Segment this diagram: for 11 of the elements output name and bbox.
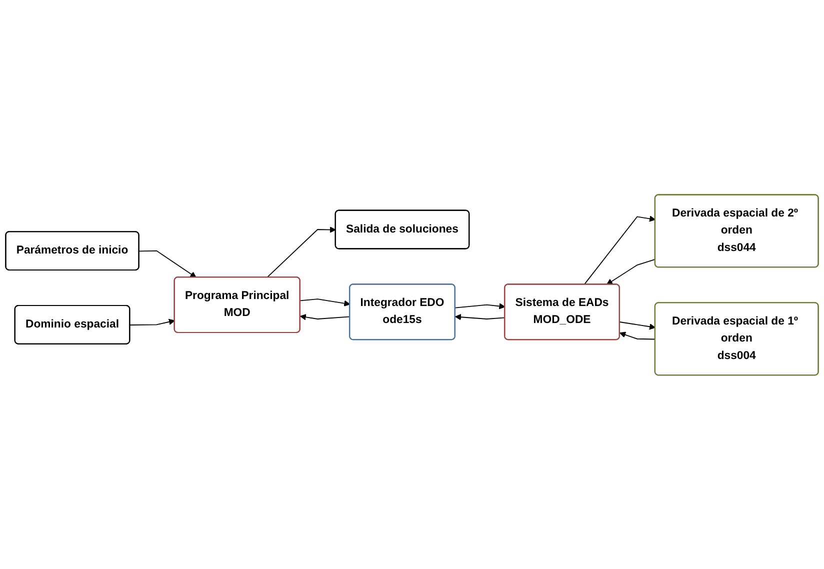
arrow [454, 314, 506, 320]
arrow [606, 258, 656, 284]
arrow [619, 321, 656, 330]
arrow [130, 318, 175, 326]
arrow [454, 302, 506, 309]
arrow [300, 314, 350, 320]
arrow [266, 226, 336, 278]
arrow [300, 298, 350, 306]
arrow [138, 250, 196, 278]
arrow [619, 331, 656, 340]
arrow [584, 215, 656, 285]
